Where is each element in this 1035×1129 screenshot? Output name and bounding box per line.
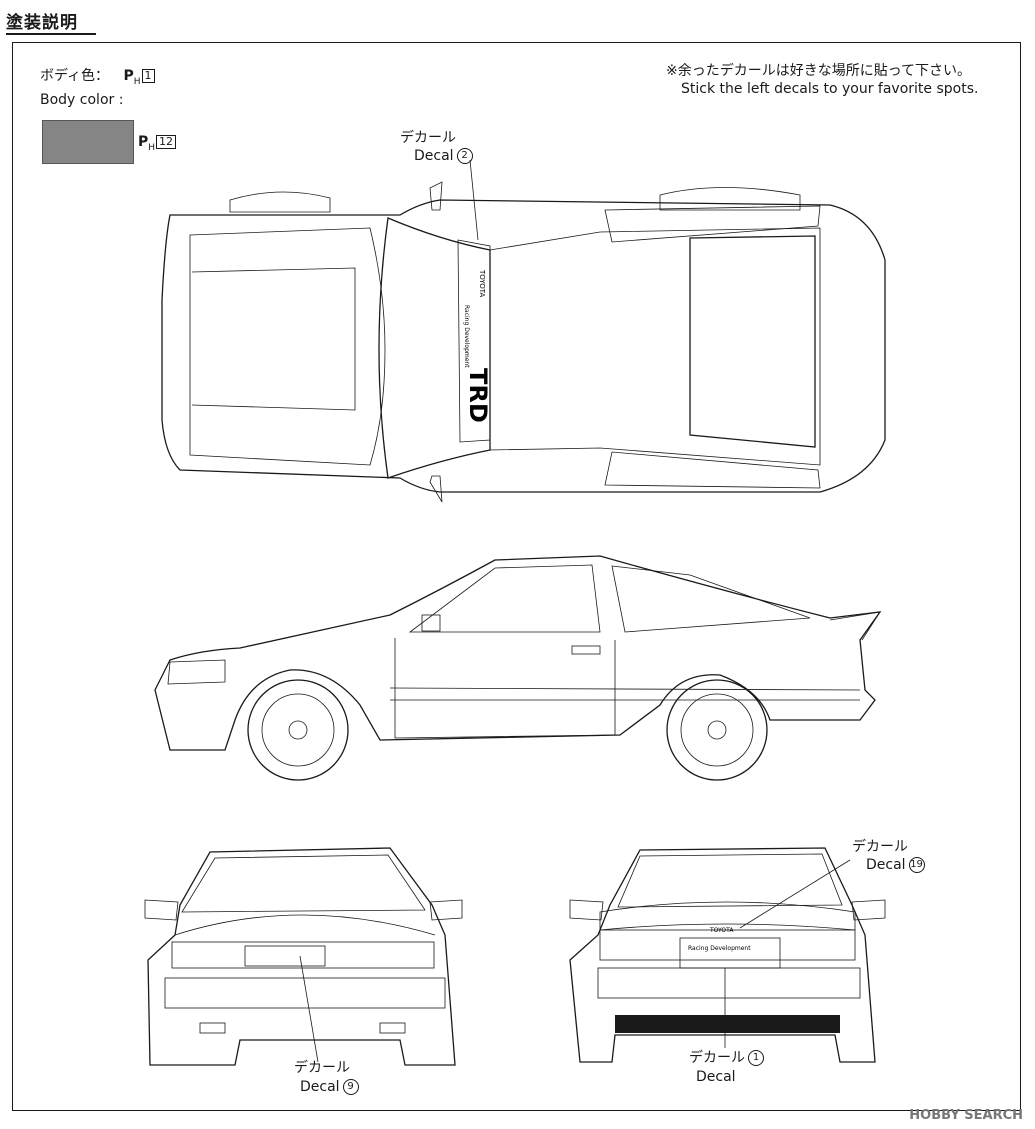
decal-19-label-jp: デカール — [852, 839, 908, 855]
decal-9-number: 9 — [342, 1079, 359, 1095]
decal-19-number: 19 — [908, 857, 925, 873]
rear-sub-text: Racing Development — [688, 945, 751, 952]
side-front-wheel — [247, 679, 349, 781]
side-mirror — [421, 614, 441, 632]
top-front-fender — [229, 191, 331, 213]
front-hood-edge — [174, 914, 436, 936]
top-side-window-upper — [604, 205, 821, 243]
rear-window — [617, 853, 843, 908]
side-headlight — [167, 659, 226, 685]
side-door-handle — [571, 645, 601, 655]
watermark: HOBBY SEARCH — [909, 1108, 1023, 1123]
note-en: Stick the left decals to your favorite s… — [681, 81, 979, 97]
side-rear-wheel — [666, 679, 768, 781]
top-roof — [489, 227, 821, 466]
decal-9-label-jp: デカール — [294, 1060, 350, 1076]
rear-brand-text: TOYOTA — [709, 927, 734, 934]
side-spoiler — [829, 611, 881, 641]
paint-number-1: 1 — [141, 69, 155, 83]
top-rear-louver — [689, 235, 816, 448]
diagram-frame — [12, 42, 1021, 1111]
paint-number-2: 12 — [156, 135, 177, 149]
front-foglight-left — [199, 1022, 226, 1034]
top-windshield — [378, 217, 491, 479]
car-side-view — [154, 555, 882, 781]
front-foglight-right — [379, 1022, 406, 1034]
body-color-jp-text: ボディ色： — [40, 68, 110, 84]
decal-19-leader — [739, 859, 851, 929]
decal-9-leader — [299, 955, 319, 1063]
top-body-outline — [161, 199, 886, 493]
top-brand-text: TOYOTA — [478, 269, 486, 298]
decal-1-number: 1 — [748, 1050, 764, 1066]
top-mirror-right — [429, 475, 443, 503]
top-sub-text: Racing Development — [463, 305, 470, 368]
rear-taillight-bar — [599, 929, 856, 961]
front-body-outline — [147, 847, 456, 1066]
top-hood — [189, 227, 386, 466]
rear-mirror-left — [569, 899, 604, 921]
front-windshield — [181, 854, 426, 913]
top-rear-fender — [659, 187, 801, 211]
side-front-hub — [288, 720, 308, 740]
title-underline — [6, 33, 96, 35]
note-jp: ※余ったデカールは好きな場所に貼って下さい。 — [666, 63, 972, 79]
side-rear-hub — [707, 720, 727, 740]
front-grille — [244, 945, 326, 967]
front-headlight-bar — [171, 941, 435, 969]
front-mirror-right — [429, 899, 463, 921]
page-title: 塗装説明 — [6, 13, 78, 33]
body-color-swatch — [42, 120, 134, 164]
top-mirror-left — [429, 181, 443, 211]
rear-license-plate — [679, 937, 781, 969]
decal-2-number: 2 — [456, 148, 473, 164]
side-window-front — [408, 564, 601, 633]
front-mirror-left — [144, 899, 179, 921]
rear-undercarriage — [615, 1015, 840, 1033]
decal-1-label-en: Decal — [696, 1069, 736, 1085]
front-bumper — [164, 977, 446, 1009]
decal-2-label-jp: デカール — [400, 130, 456, 146]
rear-mirror-right — [851, 899, 886, 921]
top-side-window-lower — [604, 451, 821, 489]
side-stripe — [389, 687, 861, 701]
car-top-view: TOYOTA Racing Development TRD — [161, 159, 886, 503]
side-front-rim — [261, 693, 335, 767]
rear-bumper — [597, 967, 861, 999]
paint-code-1: PH — [123, 68, 141, 87]
side-body-outline — [154, 555, 882, 751]
car-rear-view: Racing Development TOYOTA — [569, 847, 886, 1063]
side-window-rear — [611, 565, 811, 633]
rear-spoiler — [599, 901, 856, 931]
top-hood-scoop — [191, 267, 356, 411]
top-logo-text: TRD — [464, 368, 492, 423]
side-rear-rim — [680, 693, 754, 767]
decal-2-leader — [469, 159, 479, 241]
car-front-view — [144, 847, 463, 1066]
top-windshield-banner — [457, 239, 491, 443]
body-color-label-en: Body color : — [40, 92, 124, 108]
